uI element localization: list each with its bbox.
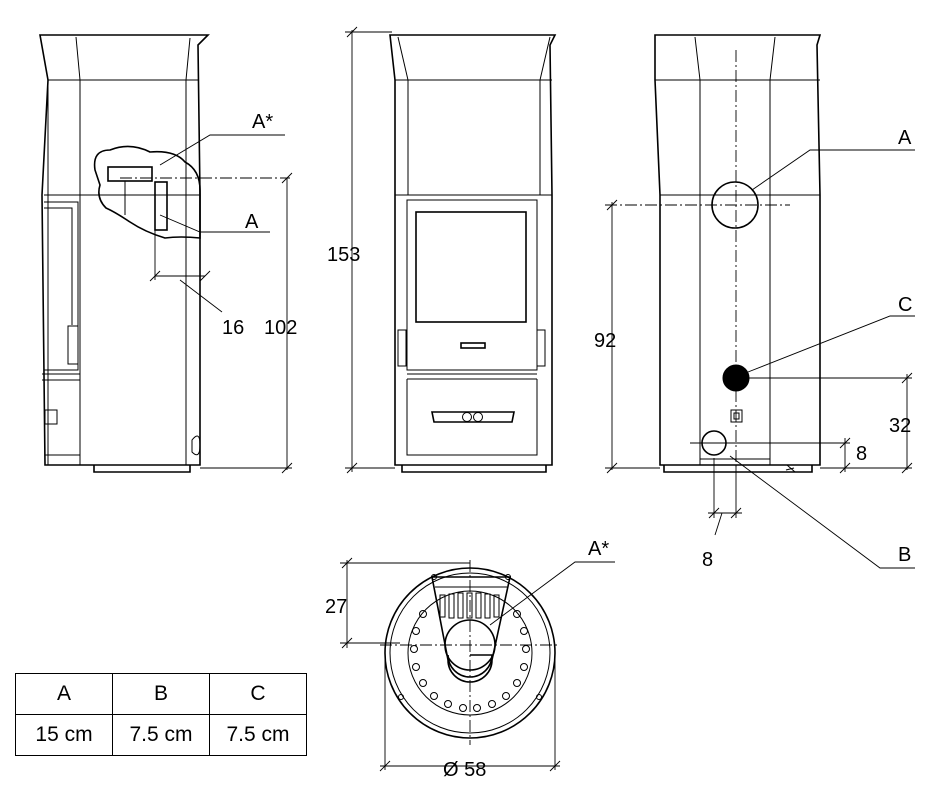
top-a-star-label: A* [588, 538, 609, 560]
table-header-cell: A [15, 673, 113, 715]
height-dimension: 153 [327, 26, 395, 474]
dim-diameter-label: Ø 58 [443, 759, 486, 781]
table-header-row: A B C [15, 673, 307, 715]
flue-size-table: A B C 15 cm 7.5 cm 7.5 cm [15, 673, 307, 756]
dim-27-label: 27 [325, 596, 347, 618]
top-view [380, 560, 560, 745]
table-header-cell: B [112, 673, 210, 715]
side-a-label: A [245, 211, 259, 233]
dim-16-label: 16 [222, 317, 244, 339]
dim-92-label: 92 [594, 330, 616, 352]
side-view-dimensions: A* A 16 102 [120, 111, 297, 474]
back-b-label: B [898, 544, 911, 566]
table-cell: 15 cm [15, 714, 113, 756]
table-cell: 7.5 cm [112, 714, 210, 756]
dim-8-bottom-label: 8 [702, 549, 713, 571]
table-row: 15 cm 7.5 cm 7.5 cm [15, 714, 307, 756]
back-view [654, 34, 822, 473]
back-a-label: A [898, 127, 912, 149]
table-cell: 7.5 cm [209, 714, 307, 756]
back-c-label: C [898, 294, 912, 316]
dim-102-label: 102 [264, 317, 297, 339]
top-view-air-holes [410, 610, 530, 712]
dim-32-label: 32 [889, 415, 911, 437]
side-view [39, 34, 210, 473]
back-view-dimensions: 92 A C 32 8 8 B [594, 50, 915, 571]
front-view [389, 34, 557, 473]
side-a-star-label: A* [252, 111, 273, 133]
dim-153-label: 153 [327, 244, 360, 266]
table-header-cell: C [209, 673, 307, 715]
top-view-dimensions: 27 Ø 58 A* [325, 538, 615, 781]
top-view-vents [439, 592, 500, 619]
dim-8-right-label: 8 [856, 443, 867, 465]
